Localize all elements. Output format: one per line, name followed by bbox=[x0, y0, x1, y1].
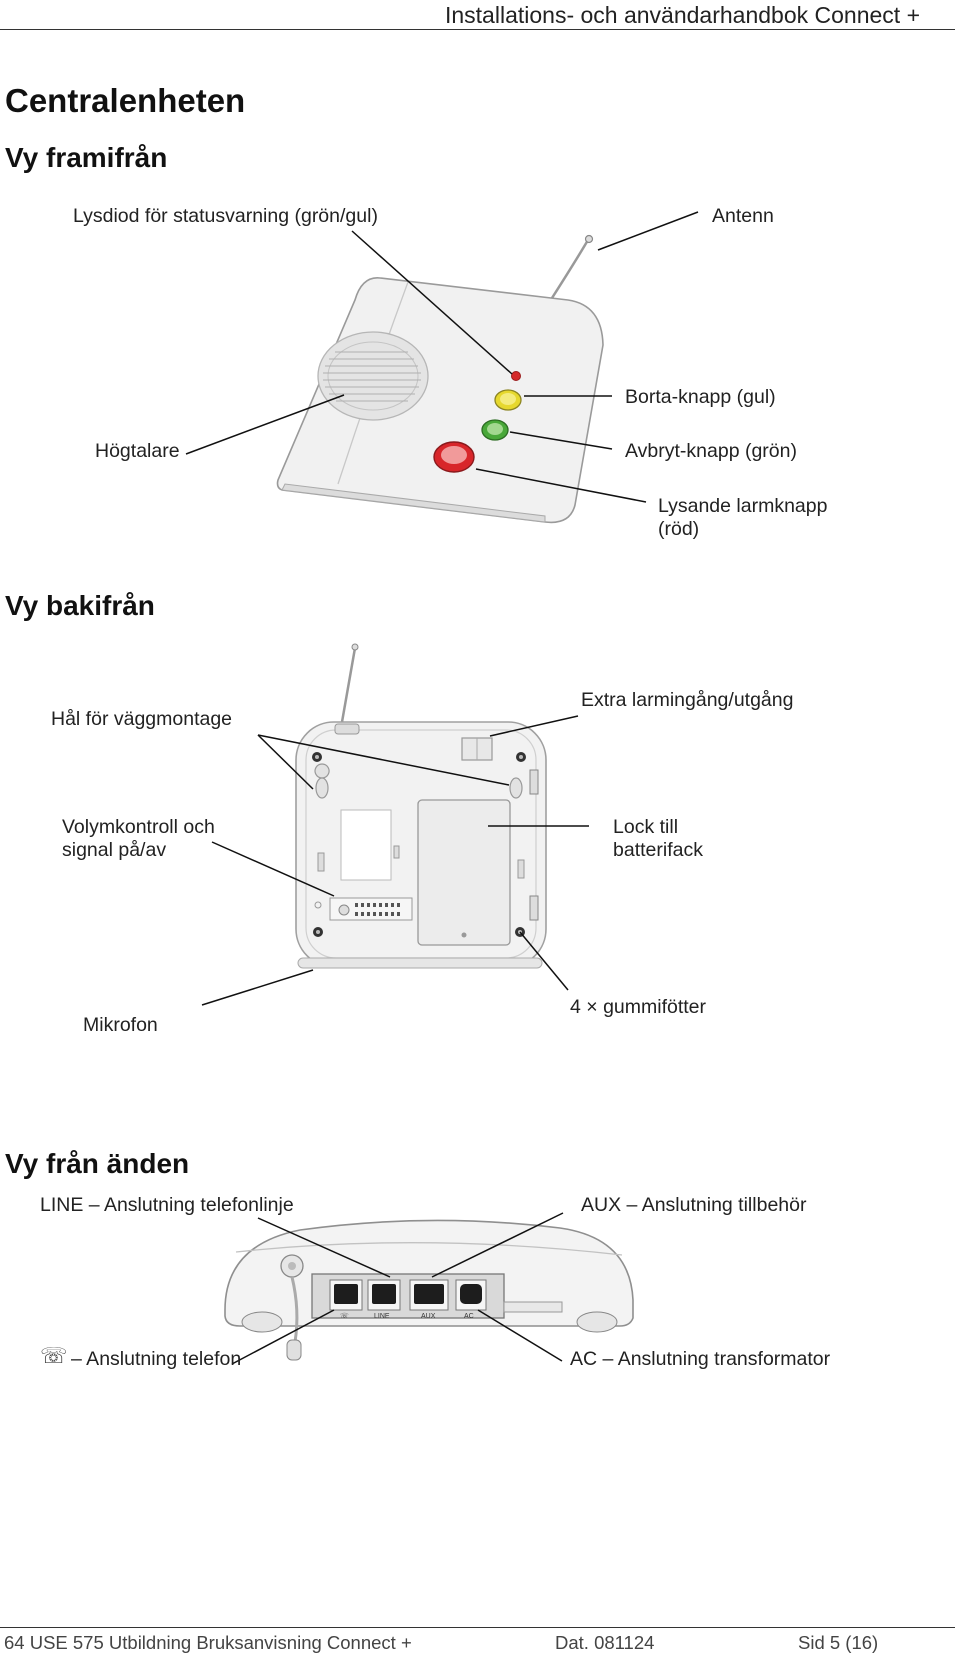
label-away-button: Borta-knapp (gul) bbox=[625, 386, 776, 408]
page-title: Centralenheten bbox=[5, 82, 246, 119]
label-ac-port: AC – Anslutning transformator bbox=[570, 1348, 831, 1370]
footer-divider bbox=[0, 1627, 955, 1628]
speaker-grille bbox=[317, 331, 429, 421]
telephone-jack bbox=[329, 1279, 363, 1311]
label-microphone: Mikrofon bbox=[83, 1014, 158, 1036]
header-divider bbox=[0, 29, 955, 30]
footer-page-number: Sid 5 (16) bbox=[798, 1632, 879, 1653]
label-alarm-button-2: (röd) bbox=[658, 518, 700, 540]
footer-date: Dat. 081124 bbox=[555, 1632, 655, 1653]
section-heading-front: Vy framifrån bbox=[5, 142, 168, 173]
line-jack bbox=[367, 1279, 401, 1311]
label-aux-port: AUX – Anslutning tillbehör bbox=[581, 1194, 807, 1216]
label-phone-port: – Anslutning telefon bbox=[71, 1348, 242, 1370]
label-volume-1: Volymkontroll och bbox=[62, 816, 215, 838]
ac-jack bbox=[455, 1279, 487, 1311]
label-battery-2: batterifack bbox=[613, 839, 703, 861]
cancel-button bbox=[481, 419, 509, 441]
label-antenna: Antenn bbox=[712, 205, 774, 227]
footer-doc-id: 64 USE 575 Utbildning Bruksanvisning Con… bbox=[4, 1632, 412, 1653]
port-symbol-phone: ☏ bbox=[340, 1313, 349, 1320]
status-led bbox=[511, 371, 521, 381]
label-line-port: LINE – Anslutning telefonlinje bbox=[40, 1194, 294, 1216]
label-cancel-button: Avbryt-knapp (grön) bbox=[625, 440, 797, 462]
section-heading-back: Vy bakifrån bbox=[5, 590, 155, 621]
label-alarm-button-1: Lysande larmknapp bbox=[658, 495, 828, 517]
end-leader-lines bbox=[231, 1212, 564, 1365]
label-battery-1: Lock till bbox=[613, 816, 679, 838]
label-speaker: Högtalare bbox=[95, 440, 180, 462]
back-leader-lines bbox=[201, 715, 589, 1006]
front-leader-lines bbox=[185, 211, 699, 503]
label-status-led: Lysdiod för statusvarning (grön/gul) bbox=[73, 205, 378, 227]
alarm-button bbox=[433, 441, 475, 473]
port-label-line: LINE bbox=[374, 1313, 390, 1320]
away-button bbox=[494, 389, 522, 411]
aux-jack bbox=[409, 1279, 449, 1311]
header-title: Installations- och användarhandbok Conne… bbox=[444, 2, 920, 28]
label-feet: 4 × gummifötter bbox=[570, 996, 707, 1018]
telephone-icon: ☏ bbox=[40, 1344, 68, 1369]
label-wall-holes: Hål för väggmontage bbox=[51, 708, 233, 730]
port-label-ac: AC bbox=[464, 1313, 474, 1320]
section-heading-end: Vy från änden bbox=[5, 1148, 190, 1179]
label-extra-io: Extra larmingång/utgång bbox=[581, 689, 794, 711]
label-volume-2: signal på/av bbox=[62, 839, 167, 861]
port-label-aux: AUX bbox=[421, 1313, 436, 1320]
